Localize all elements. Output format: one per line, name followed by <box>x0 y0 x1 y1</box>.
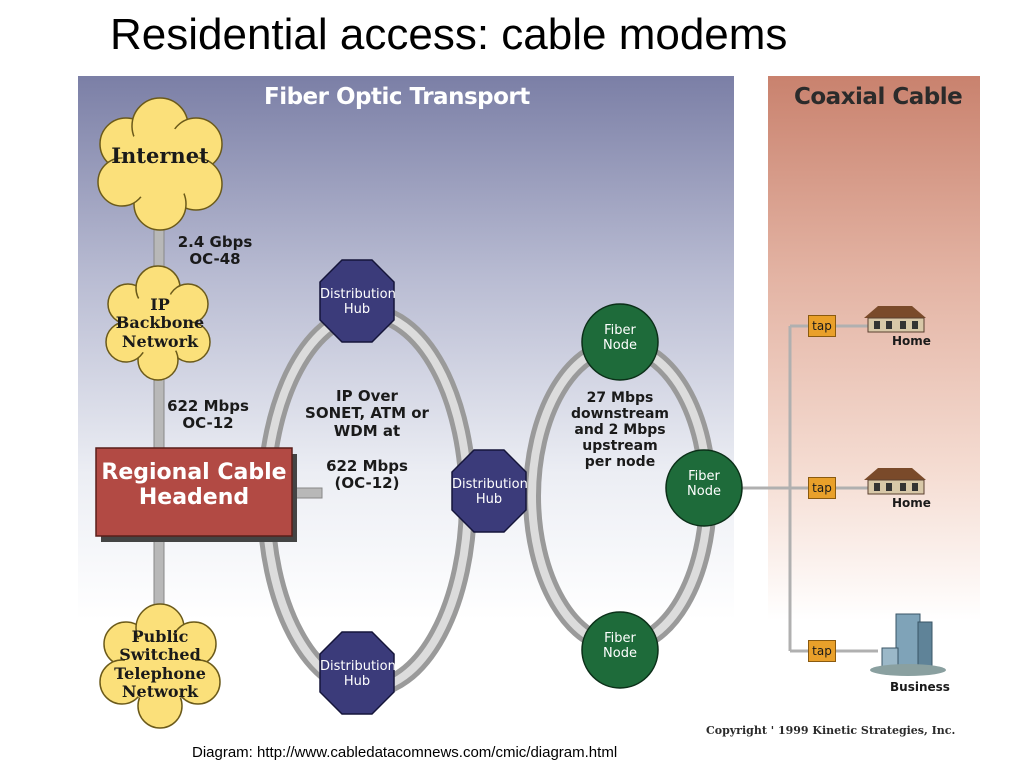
ip-backbone-cloud: IP Backbone Network <box>108 295 212 351</box>
pstn-label-line: Network <box>121 682 199 702</box>
distribution-hub-middle: Distribution Hub <box>452 477 528 507</box>
home-label: Home <box>892 496 931 510</box>
ip-backbone-label-line: Backbone <box>115 313 205 333</box>
home-icon <box>864 468 926 495</box>
internet-cloud: Internet <box>108 143 212 168</box>
pstn-cloud: Public Switched Telephone Network <box>100 627 220 702</box>
copyright-notice: Copyright ' 1999 Kinetic Strategies, Inc… <box>706 724 956 737</box>
internet-backbone-link-label: 2.4 Gbps OC-48 <box>177 233 253 269</box>
ip-backbone-cloud-shape <box>105 265 211 381</box>
distribution-hub-bottom: Distribution Hub <box>320 659 396 689</box>
distribution-hub-top: Distribution Hub <box>320 287 396 317</box>
coaxial-cable-panel <box>768 76 980 740</box>
business-building-icon <box>870 613 946 676</box>
fiber-transport-label: Fiber Optic Transport <box>264 84 530 110</box>
home-label: Home <box>892 334 931 348</box>
network-diagram: Fiber Optic Transport Coaxial Cable <box>78 76 982 740</box>
distribution-hub-top-shape <box>319 259 395 343</box>
distribution-hub-bottom-shape <box>319 631 395 715</box>
regional-cable-headend: Regional Cable Headend <box>101 460 287 511</box>
fiber-node-middle-shape <box>665 449 743 527</box>
fiber-node-bottom: Fiber Node <box>603 631 637 661</box>
coax-lines <box>742 324 878 653</box>
headend-box <box>95 447 293 537</box>
pstn-cloud-shape <box>99 603 221 729</box>
internet-label: Internet <box>111 143 209 168</box>
diagram-graphics <box>95 97 946 729</box>
distribution-hub-middle-shape <box>451 449 527 533</box>
business-label: Business <box>890 680 950 694</box>
fiber-node-top: Fiber Node <box>603 323 637 353</box>
tap-business: tap <box>808 640 836 662</box>
ip-backbone-label-line: Network <box>121 331 199 351</box>
backbone-headend-link-label: 622 Mbps OC-12 <box>167 397 249 433</box>
pstn-label-line: Switched <box>119 645 201 665</box>
fiber-node-top-shape <box>581 303 659 381</box>
fiber-node-capacity-info: 27 Mbps downstream and 2 Mbps upstream p… <box>571 390 669 471</box>
tap-home-2: tap <box>808 477 836 499</box>
fiber-node-middle: Fiber Node <box>687 469 721 499</box>
coaxial-cable-label: Coaxial Cable <box>794 84 963 110</box>
tap-home-1: tap <box>808 315 836 337</box>
ring-transport-info: IP Over SONET, ATM or WDM at 622 Mbps (O… <box>305 387 429 492</box>
pstn-label-line: Public <box>131 627 189 646</box>
fiber-node-bottom-shape <box>581 611 659 689</box>
internet-cloud-shape <box>97 97 223 231</box>
diagram-source-caption: Diagram: http://www.cabledatacomnews.com… <box>192 744 618 761</box>
slide-title: Residential access: cable modems <box>110 10 788 59</box>
home-icon <box>864 306 926 333</box>
pstn-label-line: Telephone <box>114 663 206 683</box>
ip-backbone-label-line: IP <box>150 295 170 314</box>
